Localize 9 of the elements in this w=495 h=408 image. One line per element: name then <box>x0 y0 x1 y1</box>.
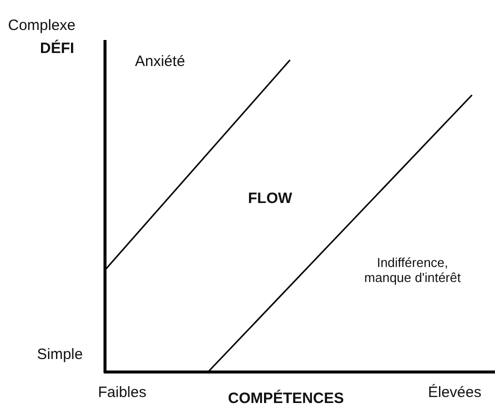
axis-label: Élevées <box>428 384 482 402</box>
axis-label: Complexe <box>8 17 76 34</box>
zone-label: Indifférence, manque d'intérêt <box>363 256 462 286</box>
axis-label: Simple <box>37 346 83 364</box>
zone-label: Anxiété <box>135 53 186 70</box>
axis-title: DÉFI <box>40 40 74 58</box>
axis-label: Faibles <box>98 384 146 402</box>
axis-title: COMPÉTENCES <box>228 390 344 408</box>
zone-label: FLOW <box>248 190 292 208</box>
